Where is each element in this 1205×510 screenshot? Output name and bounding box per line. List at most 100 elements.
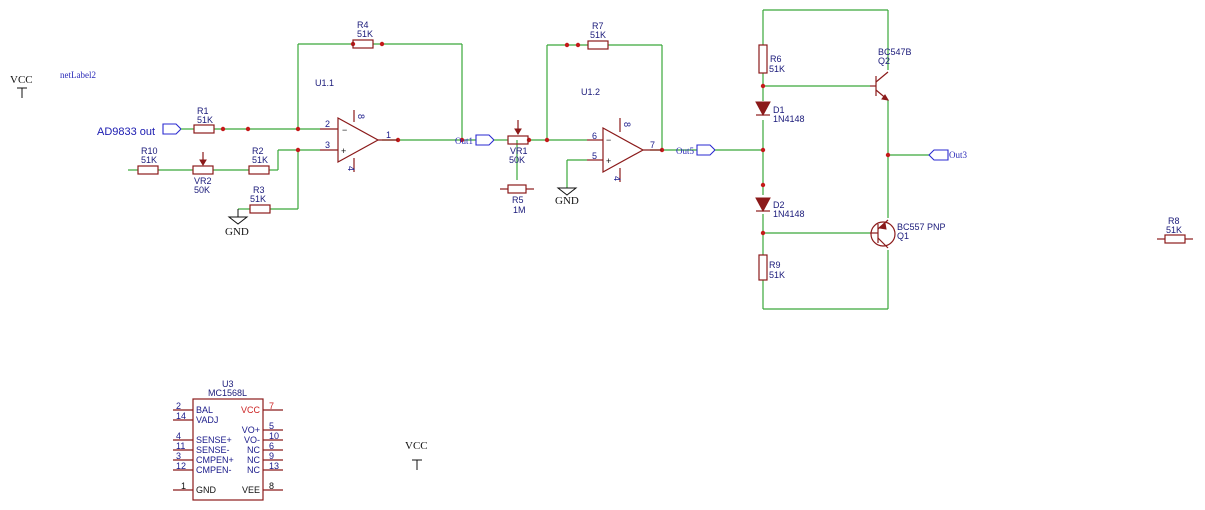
- opamp-u1-2[interactable]: − + 6 5 7 8 4 U1.2: [581, 87, 662, 182]
- svg-text:+: +: [341, 146, 346, 156]
- stage2-wires: [494, 44, 697, 188]
- svg-text:1N4148: 1N4148: [773, 209, 805, 219]
- svg-text:U1.1: U1.1: [315, 78, 334, 88]
- svg-text:GND: GND: [555, 195, 579, 207]
- u3-pin-10: 10 VO-: [244, 431, 283, 445]
- svg-text:VCC: VCC: [10, 74, 33, 86]
- out3-port: Out3: [928, 149, 968, 161]
- u3-pin-number: 2: [176, 401, 181, 411]
- svg-text:GND: GND: [225, 226, 249, 238]
- transistor-q1-pnp[interactable]: BC557 PNP Q1: [870, 219, 946, 249]
- u3-pin-name: GND: [196, 485, 217, 495]
- svg-text:U3: U3: [222, 379, 234, 389]
- svg-text:5: 5: [592, 151, 597, 161]
- svg-text:51K: 51K: [769, 270, 785, 280]
- svg-text:BC547B: BC547B: [878, 47, 912, 57]
- svg-text:U1.2: U1.2: [581, 87, 600, 97]
- svg-text:R6: R6: [770, 54, 782, 64]
- u3-pin-name: NC: [247, 465, 260, 475]
- resistor-r7[interactable]: R7 51K: [587, 21, 609, 50]
- u3-pin-number: 8: [269, 481, 274, 491]
- svg-text:51K: 51K: [590, 30, 606, 40]
- svg-text:51K: 51K: [250, 194, 266, 204]
- svg-text:Out1: Out1: [455, 136, 473, 146]
- resistor-r4[interactable]: R4 51K: [352, 20, 374, 49]
- u3-pin-number: 13: [269, 461, 279, 471]
- resistor-r6[interactable]: R6 51K: [758, 44, 785, 74]
- svg-text:51K: 51K: [769, 64, 785, 74]
- svg-text:R4: R4: [357, 20, 369, 30]
- out5-port: Out5: [676, 144, 716, 156]
- vcc-symbol-bottom: VCC: [405, 440, 428, 470]
- u3-pin-name: VCC: [241, 405, 261, 415]
- u3-pin-name: VADJ: [196, 415, 218, 425]
- u3-pin-name: NC: [247, 445, 260, 455]
- u3-pin-name: CMPEN-: [196, 465, 232, 475]
- svg-text:8: 8: [356, 114, 366, 119]
- svg-text:R7: R7: [592, 21, 604, 31]
- u3-pin-number: 14: [176, 411, 186, 421]
- resistor-r9[interactable]: R9 51K: [758, 254, 785, 281]
- svg-text:Out5: Out5: [676, 146, 695, 156]
- potentiometer-vr2[interactable]: VR2 50K: [192, 152, 214, 195]
- u3-pin-14: 14 VADJ: [173, 411, 218, 425]
- u3-pin-name: SENSE-: [196, 445, 230, 455]
- resistor-r8[interactable]: R8 51K: [1157, 216, 1193, 244]
- output-stage-wires: [715, 9, 929, 310]
- diode-d2[interactable]: D2 1N4148: [755, 197, 805, 219]
- u3-pin-name: SENSE+: [196, 435, 232, 445]
- svg-text:R9: R9: [769, 260, 781, 270]
- u3-pin-name: NC: [247, 455, 260, 465]
- diode-d1[interactable]: D1 1N4148: [755, 101, 805, 124]
- svg-text:R5: R5: [512, 195, 524, 205]
- u3-pin-number: 1: [181, 481, 186, 491]
- svg-text:R2: R2: [252, 146, 264, 156]
- svg-text:8: 8: [622, 122, 632, 127]
- transistor-q2-npn[interactable]: BC547B Q2: [870, 47, 912, 101]
- resistor-r2[interactable]: R2 51K: [248, 146, 270, 175]
- svg-text:2: 2: [325, 119, 330, 129]
- resistor-r10[interactable]: R10 51K: [137, 146, 159, 175]
- u3-pin-number: 12: [176, 461, 186, 471]
- svg-text:R8: R8: [1168, 216, 1180, 226]
- u3-pin-11: 11 SENSE-: [173, 441, 230, 455]
- resistor-r5[interactable]: R5 1M: [500, 184, 534, 215]
- svg-text:51K: 51K: [357, 29, 373, 39]
- svg-text:1: 1: [386, 130, 391, 140]
- resistor-r3[interactable]: R3 51K: [249, 185, 271, 214]
- svg-text:51K: 51K: [197, 115, 213, 125]
- u3-pin-number: 5: [269, 421, 274, 431]
- svg-text:50K: 50K: [194, 185, 210, 195]
- svg-text:VR1: VR1: [510, 146, 528, 156]
- svg-text:R10: R10: [141, 146, 158, 156]
- svg-text:51K: 51K: [141, 155, 157, 165]
- svg-text:VCC: VCC: [405, 440, 428, 452]
- svg-text:50K: 50K: [509, 155, 525, 165]
- u3-pin-number: 11: [176, 441, 185, 451]
- svg-text:BC557 PNP: BC557 PNP: [897, 222, 946, 232]
- u3-pin-1: 1 GND: [173, 481, 217, 495]
- svg-text:4: 4: [346, 166, 356, 171]
- u3-pin-number: 10: [269, 431, 279, 441]
- input-port-label: AD9833 out: [97, 126, 155, 138]
- u3-pin-name: VO-: [244, 435, 260, 445]
- svg-text:MC1568L: MC1568L: [208, 388, 247, 398]
- ground-symbol-2: GND: [555, 187, 579, 207]
- u3-pin-name: VEE: [242, 485, 260, 495]
- svg-text:−: −: [342, 125, 347, 135]
- opamp-u1-1[interactable]: − + 2 3 1 8 4 U1.1: [315, 78, 398, 172]
- u3-pin-number: 6: [269, 441, 274, 451]
- potentiometer-vr1[interactable]: VR1 50K: [507, 120, 529, 165]
- resistor-r1[interactable]: R1 51K: [193, 106, 215, 134]
- ground-symbol-1: GND: [225, 209, 249, 238]
- input-port-flag: [162, 123, 182, 135]
- svg-text:51K: 51K: [252, 155, 268, 165]
- out1-port: Out1: [455, 134, 495, 146]
- u3-pin-12: 12 CMPEN-: [173, 461, 232, 475]
- svg-text:R3: R3: [253, 185, 265, 195]
